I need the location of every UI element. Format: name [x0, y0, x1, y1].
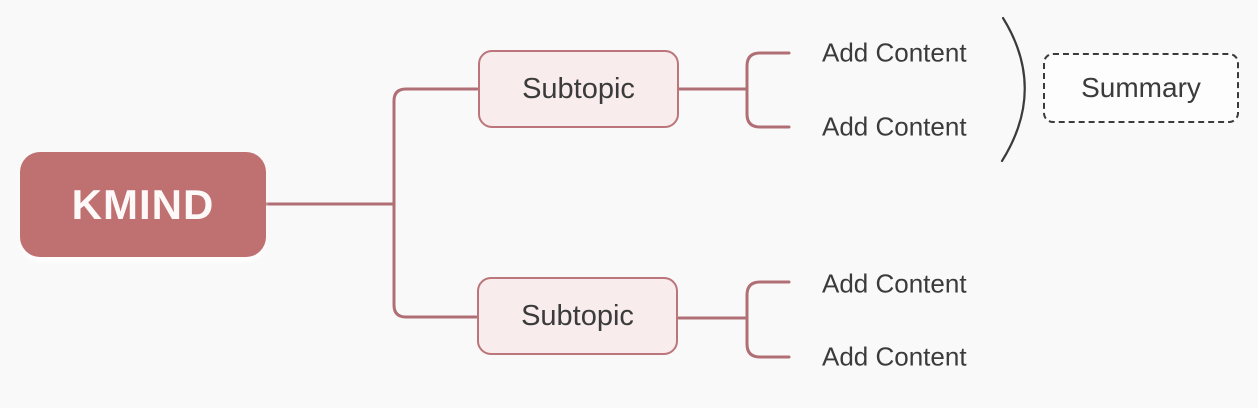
branch-subtopic-2-to-child-1: [745, 280, 791, 320]
subtopic-node-2[interactable]: Subtopic: [477, 277, 678, 355]
subtopic-node-1[interactable]: Subtopic: [478, 50, 679, 128]
branch-subtopic-1-to-child-2: [745, 87, 791, 129]
branch-root-to-subtopic-2: [392, 202, 478, 319]
add-content-placeholder-1[interactable]: Add Content: [822, 37, 967, 68]
branch-root-to-subtopic-1: [392, 87, 479, 206]
add-content-placeholder-3[interactable]: Add Content: [822, 268, 967, 299]
subtopic-1-label: Subtopic: [522, 72, 635, 105]
subtopic-2-label: Subtopic: [521, 299, 634, 332]
branch-subtopic-2-to-child-2: [745, 316, 791, 359]
add-content-placeholder-2[interactable]: Add Content: [822, 111, 967, 142]
branch-subtopic-1-to-child-1: [745, 51, 791, 91]
root-topic-node[interactable]: KMIND: [20, 152, 266, 257]
add-content-placeholder-4[interactable]: Add Content: [822, 341, 967, 372]
summary-node[interactable]: Summary: [1043, 53, 1239, 123]
summary-label: Summary: [1081, 72, 1201, 103]
summary-brace-arc: [1000, 16, 1026, 163]
root-topic-label: KMIND: [71, 180, 215, 228]
